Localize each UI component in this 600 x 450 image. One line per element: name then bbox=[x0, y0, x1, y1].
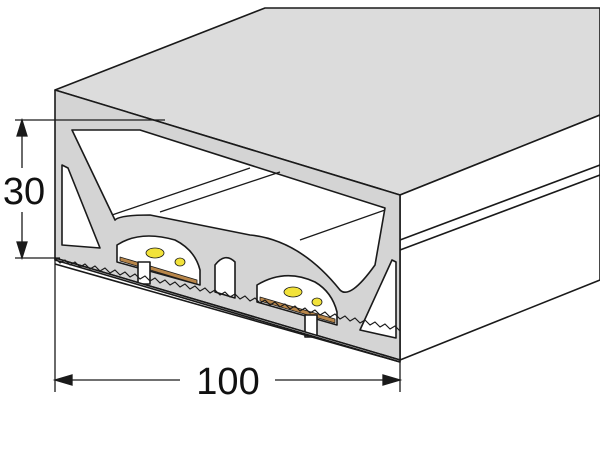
arrow-left-icon bbox=[52, 374, 73, 386]
led-slot-left bbox=[116, 235, 201, 286]
upper-cavity bbox=[71, 129, 386, 293]
arrow-right-icon bbox=[382, 374, 403, 386]
height-label: 30 bbox=[3, 171, 45, 213]
led-chip-icon bbox=[311, 297, 323, 307]
arrow-up-icon bbox=[16, 117, 28, 137]
serrated-edge bbox=[54, 257, 401, 332]
led-chip-icon bbox=[283, 286, 303, 298]
left-channel bbox=[61, 164, 101, 249]
side-groove-line bbox=[399, 164, 600, 241]
width-label: 100 bbox=[196, 361, 259, 403]
side-groove-line bbox=[399, 174, 600, 251]
middle-arch-slot bbox=[214, 256, 236, 299]
arrow-down-icon bbox=[16, 241, 28, 261]
pcb-support-left bbox=[137, 261, 151, 285]
led-chip-icon bbox=[145, 247, 165, 259]
led-chip-icon bbox=[174, 257, 186, 267]
right-channel bbox=[359, 259, 397, 339]
